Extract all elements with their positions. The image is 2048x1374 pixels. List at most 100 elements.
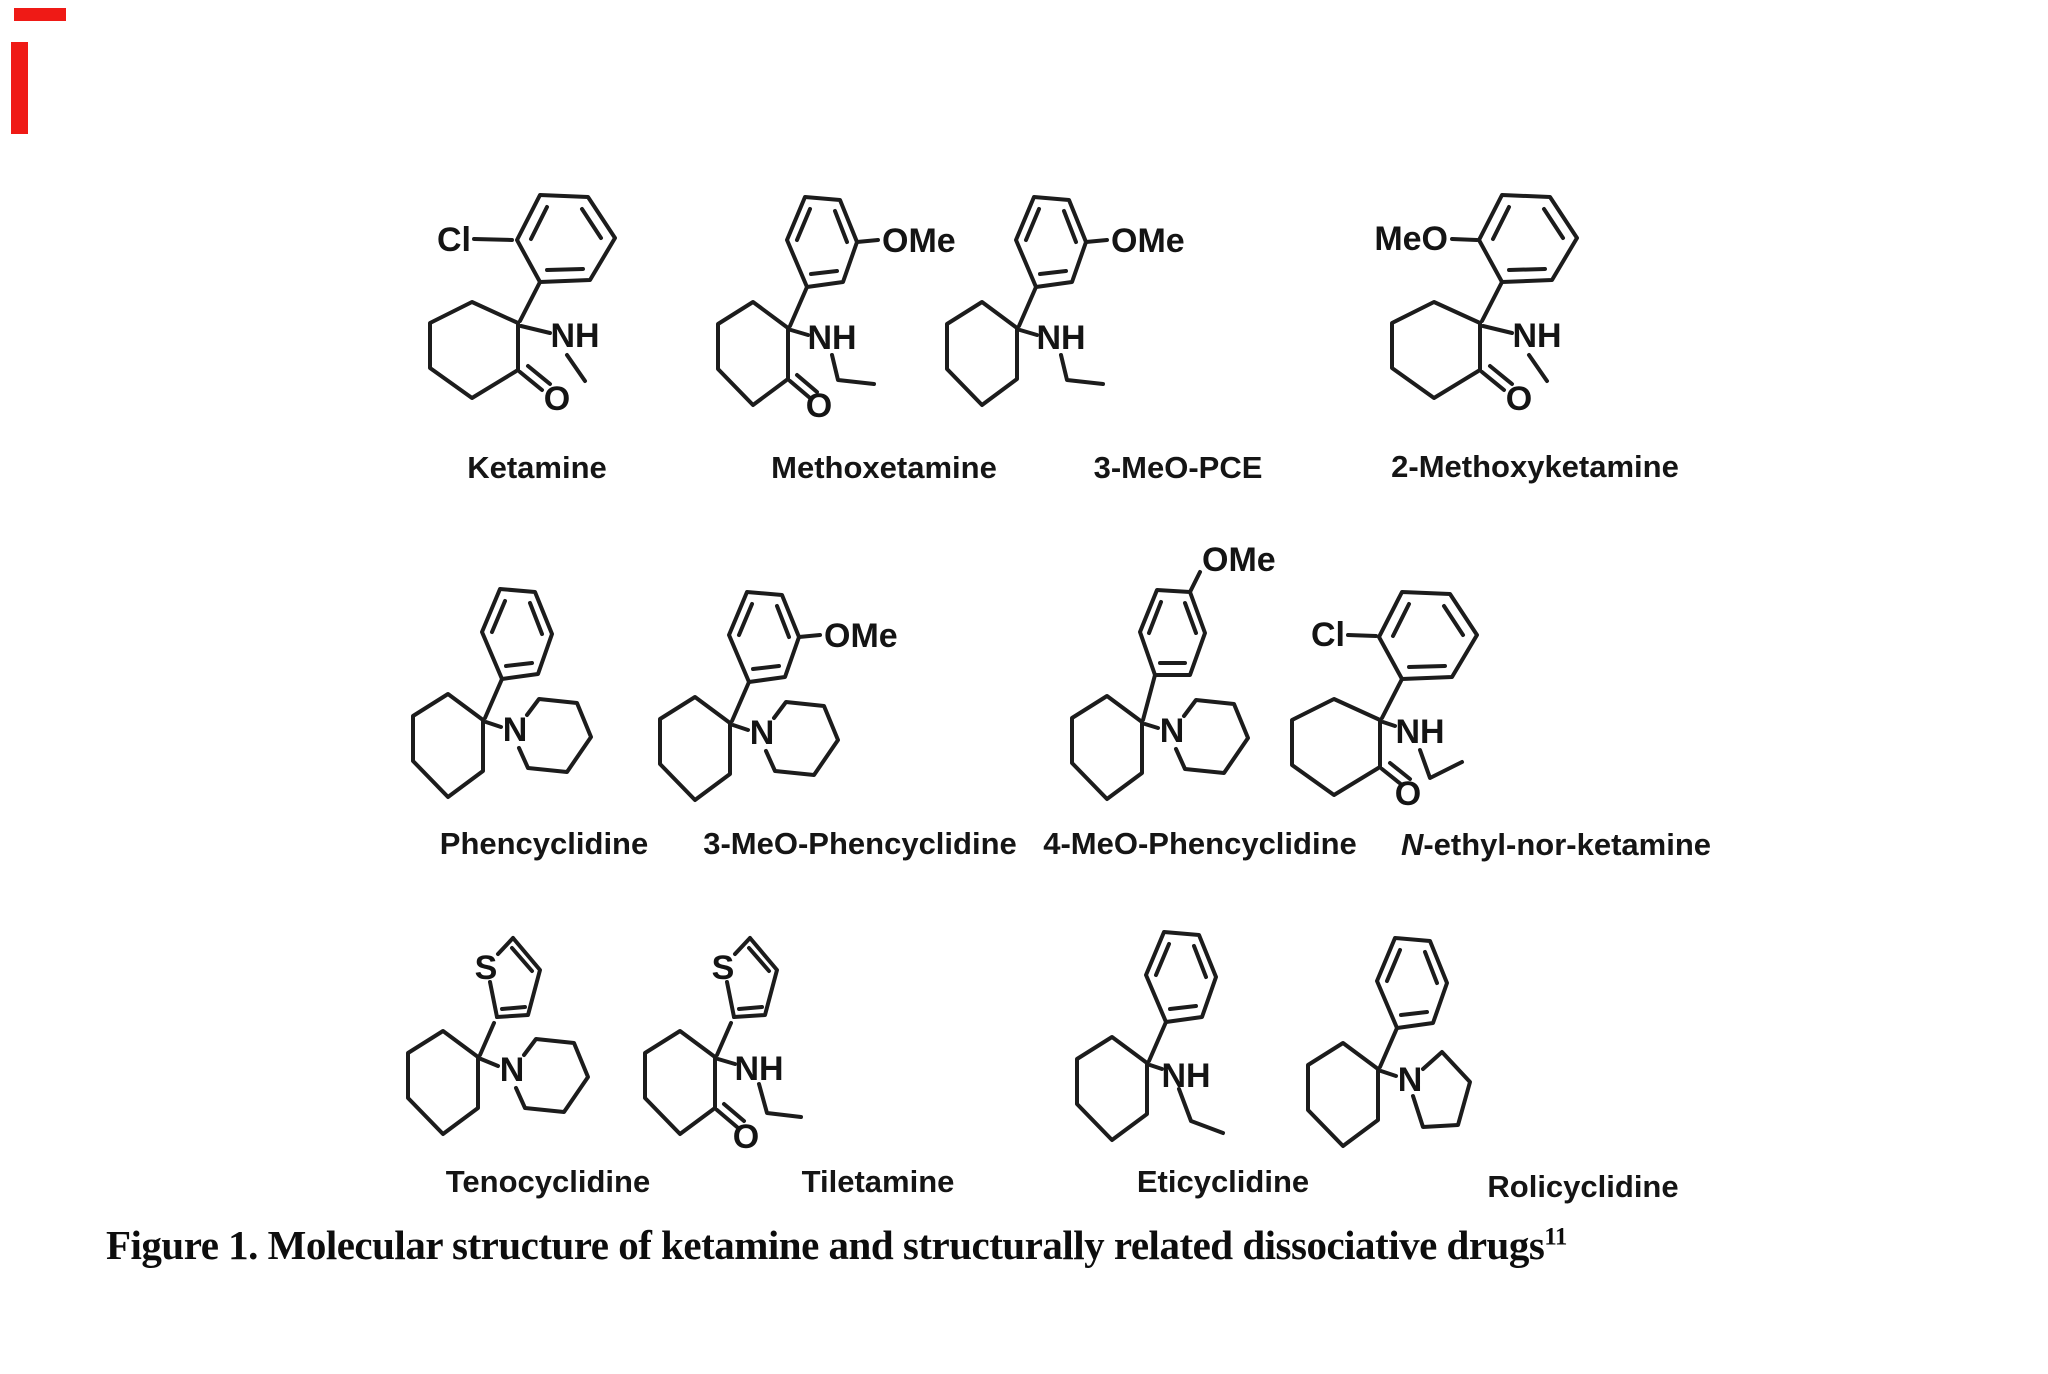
molecule-label-eticyclidine: Eticyclidine: [1136, 1164, 1310, 1199]
benzene-ring: [1014, 195, 1088, 289]
cyclohexane-ring: [1390, 300, 1482, 400]
atom-label-methoxy: OMe: [824, 617, 898, 655]
amine-bond: [1381, 720, 1397, 728]
molecule-label-2-methoxyketamine: 2-Methoxyketamine: [1391, 449, 1679, 484]
benzene-double-bonds: [737, 602, 791, 671]
aryl-bond: [730, 680, 751, 723]
benzene-ring: [1377, 590, 1479, 681]
structure-eticyclidine: NH: [1075, 930, 1225, 1142]
atom-label-nitrogen: N: [500, 1051, 525, 1089]
methoxy-bond: [855, 238, 880, 244]
ethyl-bond: [1177, 1087, 1225, 1135]
molecule-label-methoxetamine: Methoxetamine: [771, 450, 997, 485]
piperidine-ring: [764, 700, 840, 777]
aryl-bond: [518, 280, 542, 323]
cyclohexane-ring: [658, 695, 732, 802]
amine-bond: [789, 328, 810, 337]
scan-artifact-mark-vertical: [11, 42, 28, 134]
figure-caption-reference: 11: [1544, 1223, 1567, 1251]
piperidine-ring: [1174, 698, 1250, 775]
benzene-double-bonds: [1385, 948, 1439, 1017]
molecule-label-rolicyclidine: Rolicyclidine: [1487, 1169, 1679, 1204]
thiophene-double-bonds: [500, 946, 534, 1011]
methoxy-bond: [1188, 570, 1202, 594]
structure-ketamine: Cl NH O: [428, 193, 617, 418]
methoxy-bond: [1084, 238, 1109, 244]
atom-label-methoxy: OMe: [882, 222, 956, 260]
methoxy-bond: [1450, 237, 1479, 242]
molecule-label-4-meo-phencyclidine: 4-MeO-Phencyclidine: [1043, 826, 1357, 861]
structure-phencyclidine: N: [411, 587, 593, 799]
amine-bond: [519, 324, 552, 335]
benzene-double-bonds: [1147, 600, 1198, 665]
methyl-bond: [1527, 353, 1549, 383]
benzene-double-bonds: [1491, 205, 1565, 272]
methoxy-bond: [797, 633, 822, 639]
structure-methoxetamine: OMe NH O: [716, 195, 956, 425]
amine-bond: [479, 1057, 500, 1068]
thiophene-ring: [495, 936, 542, 1019]
atom-label-oxygen: O: [1395, 775, 1421, 813]
benzene-double-bonds: [1024, 207, 1078, 276]
molecule-label-phencyclidine: Phencyclidine: [439, 826, 649, 861]
molecule-label-tenocyclidine: Tenocyclidine: [445, 1164, 651, 1199]
carbonyl-double-bond: [1480, 364, 1514, 392]
atom-label-amine: NH: [734, 1050, 783, 1088]
atom-label-amine: NH: [1395, 713, 1444, 751]
benzene-double-bonds: [490, 599, 544, 668]
atom-label-nitrogen: N: [750, 714, 775, 752]
atom-label-methoxy: MeO: [1374, 220, 1448, 258]
aryl-bond: [715, 1021, 733, 1057]
molecule-label-ketamine: Ketamine: [467, 450, 607, 485]
ethyl-bond: [1059, 353, 1105, 386]
structure-3-meo-phencyclidine: OMe N: [658, 590, 898, 802]
aryl-bond: [1378, 1026, 1399, 1069]
thiophene-sulfur-bonds: [488, 936, 515, 1019]
atom-label-chlorine: Cl: [1311, 616, 1345, 654]
benzene-double-bonds: [1154, 942, 1208, 1011]
cyclohexane-ring: [1070, 694, 1144, 801]
aryl-bond: [1147, 1020, 1168, 1063]
amine-bond: [1143, 722, 1160, 730]
aryl-bond: [1480, 280, 1504, 323]
benzene-ring: [1375, 936, 1449, 1030]
aryl-bond: [788, 285, 809, 328]
benzene-ring: [515, 193, 617, 284]
ethyl-bond: [1418, 748, 1464, 780]
atom-label-chlorine: Cl: [437, 221, 471, 259]
amine-bond: [731, 723, 750, 732]
structure-3-meo-pce: OMe NH: [945, 195, 1185, 407]
thiophene-double-bonds: [737, 946, 771, 1011]
atom-label-amine: NH: [550, 317, 599, 355]
thiophene-sulfur-bonds: [725, 936, 752, 1019]
cl-bond: [1346, 633, 1378, 638]
cyclohexane-ring: [1306, 1041, 1380, 1148]
atom-label-oxygen: O: [806, 387, 832, 425]
atom-label-sulfur: S: [475, 949, 498, 987]
carbonyl-double-bond: [1380, 761, 1412, 787]
atom-label-methoxy: OMe: [1202, 541, 1276, 579]
amine-bond: [1481, 324, 1514, 335]
atom-label-oxygen: O: [733, 1118, 759, 1156]
cyclohexane-ring: [411, 692, 485, 799]
benzene-ring: [785, 195, 859, 289]
cl-bond: [472, 237, 514, 242]
aryl-bond: [1380, 677, 1404, 720]
cyclohexane-ring: [945, 300, 1019, 407]
amine-bond: [1148, 1063, 1164, 1071]
amine-bond: [716, 1057, 737, 1066]
benzene-double-bonds: [795, 207, 849, 276]
structure-rolicyclidine: N: [1306, 936, 1472, 1148]
molecule-label-n-ethyl-nor-ketamine: N-ethyl-nor-ketamine: [1400, 827, 1712, 862]
atom-label-nitrogen: N: [1398, 1061, 1423, 1099]
ethyl-bond: [830, 353, 876, 386]
aryl-bond: [1141, 673, 1157, 722]
thiophene-ring: [732, 936, 779, 1019]
amine-bond: [484, 720, 503, 729]
atom-label-amine: NH: [807, 319, 856, 357]
benzene-ring: [1144, 930, 1218, 1024]
structure-2-methoxyketamine: MeO NH O: [1374, 193, 1579, 418]
molecule-label-3-meo-pce: 3-MeO-PCE: [1093, 450, 1263, 485]
